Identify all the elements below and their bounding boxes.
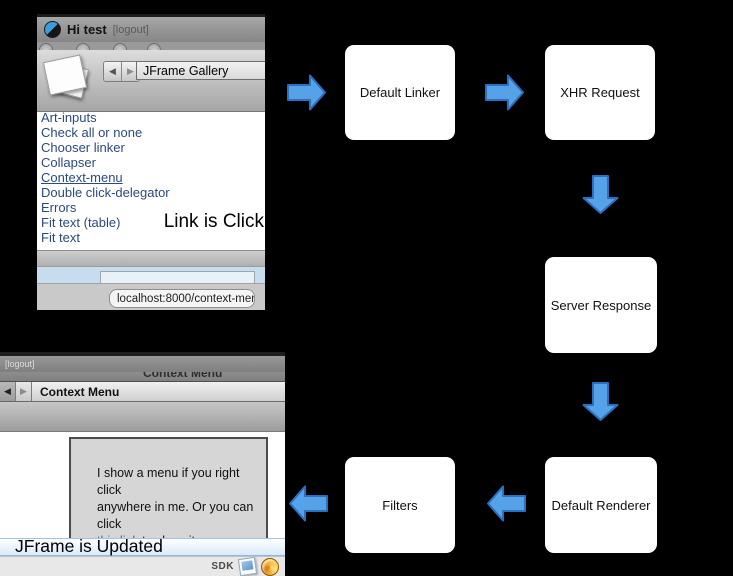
update-banner: JFrame is Updated bbox=[0, 536, 285, 556]
back-button[interactable]: ◀ bbox=[104, 62, 121, 81]
gallery-link[interactable]: Errors bbox=[41, 200, 77, 215]
window-button-icon[interactable] bbox=[113, 43, 127, 50]
arrow-down-icon bbox=[580, 174, 621, 215]
page-content: Art-inputs Check all or none Chooser lin… bbox=[37, 112, 265, 250]
forward-button[interactable]: ▶ bbox=[121, 62, 139, 81]
swirl-app-icon[interactable] bbox=[261, 557, 279, 576]
faded-page-title: Context Menu bbox=[143, 372, 223, 380]
titlebar: Hi test [logout] bbox=[37, 14, 265, 42]
gallery-link[interactable]: Fit text bbox=[41, 230, 81, 245]
gallery-link[interactable]: Chooser linker bbox=[41, 140, 125, 155]
gallery-link[interactable]: Collapser bbox=[41, 155, 96, 170]
gallery-link[interactable]: Fit text (table) bbox=[41, 215, 121, 230]
logout-link[interactable]: [logout] bbox=[112, 23, 149, 36]
gallery-link[interactable]: Double click-delegator bbox=[41, 185, 170, 200]
gallery-link-list: Art-inputs Check all or none Chooser lin… bbox=[37, 112, 265, 245]
url-tooltip: localhost:8000/context-menu.html bbox=[109, 289, 255, 308]
nav-buttons: ◀ ▶ bbox=[103, 61, 140, 82]
window-button-icon[interactable] bbox=[76, 43, 90, 50]
app-logo-icon bbox=[44, 21, 61, 38]
page-content: I show a menu if you right click anywher… bbox=[0, 432, 285, 548]
page-title-field[interactable]: JFrame Gallery bbox=[136, 61, 265, 80]
sdk-label: SDK bbox=[211, 561, 234, 572]
flow-box-filters: Filters bbox=[345, 457, 455, 553]
arrow-down-icon bbox=[580, 381, 621, 422]
arrow-right-icon bbox=[484, 72, 525, 113]
titlebar: [logout] bbox=[0, 356, 285, 372]
browser-toolbar: ◀ ▶ Context Menu bbox=[0, 382, 285, 402]
context-menu-target-box[interactable]: I show a menu if you right click anywher… bbox=[69, 437, 268, 548]
flow-box-label: Default Linker bbox=[359, 85, 441, 100]
photos-app-icon[interactable] bbox=[237, 556, 258, 576]
flow-box-label: Filters bbox=[382, 497, 418, 513]
gallery-link[interactable]: Art-inputs bbox=[41, 112, 97, 125]
status-bar: localhost:8000/context-menu.html bbox=[37, 283, 265, 310]
status-bar: SDK bbox=[0, 556, 285, 576]
gallery-link-active[interactable]: Context-menu bbox=[41, 170, 123, 185]
window-buttons-row bbox=[37, 42, 265, 50]
browser-window-top: Hi test [logout] ◀ ▶ JFrame Gallery Art-… bbox=[37, 14, 265, 310]
flow-box-xhr-request: XHR Request bbox=[545, 45, 655, 140]
flow-box-default-linker: Default Linker bbox=[345, 45, 455, 140]
divider-bar bbox=[37, 250, 265, 267]
window-top-edge bbox=[0, 352, 285, 356]
arrow-right-icon bbox=[286, 72, 327, 113]
arrow-left-icon bbox=[486, 483, 527, 524]
page-title: Context Menu bbox=[40, 384, 120, 399]
window-button-icon[interactable] bbox=[39, 43, 53, 50]
flow-box-label: Default Renderer bbox=[551, 497, 651, 513]
annotation-link-clicked: Link is Click bbox=[163, 211, 264, 232]
logout-link[interactable]: [logout] bbox=[5, 359, 35, 369]
titlebar-title: Hi test bbox=[67, 22, 107, 37]
browser-window-bottom: [logout] Context Menu ◀ ▶ Context Menu I… bbox=[0, 352, 285, 576]
flow-box-label: Server Response bbox=[550, 297, 652, 313]
flow-box-server-response: Server Response bbox=[545, 257, 657, 353]
window-button-icon[interactable] bbox=[147, 43, 161, 50]
flow-box-label: XHR Request bbox=[560, 85, 640, 100]
browser-toolbar: ◀ ▶ JFrame Gallery bbox=[37, 50, 265, 112]
back-button[interactable]: ◀ bbox=[0, 382, 16, 401]
annotation-jframe-updated: JFrame is Updated bbox=[15, 536, 163, 556]
forward-button[interactable]: ▶ bbox=[16, 382, 32, 401]
gallery-link[interactable]: Check all or none bbox=[41, 125, 143, 140]
arrow-left-icon bbox=[288, 483, 329, 524]
tab-strip bbox=[37, 267, 265, 289]
divider-bar: Context Menu bbox=[0, 372, 285, 382]
flow-box-default-renderer: Default Renderer bbox=[545, 457, 657, 553]
gallery-photos-icon bbox=[42, 53, 92, 103]
toolbar-gradient-band bbox=[0, 402, 285, 432]
